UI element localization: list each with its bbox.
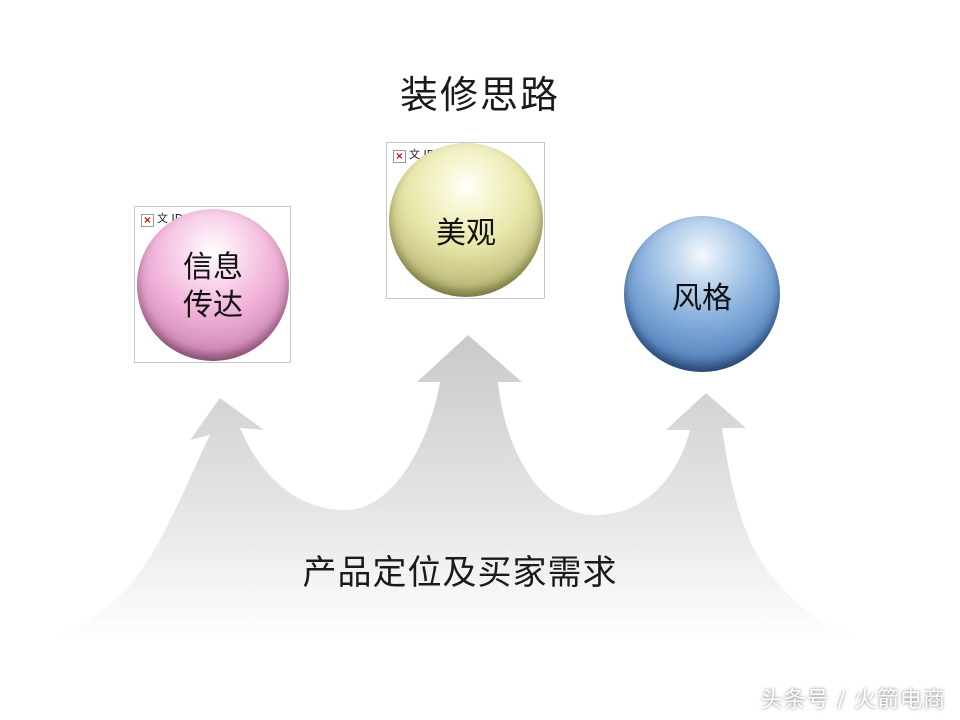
orb-aesthetics: 美观 — [389, 143, 543, 297]
orb-label: 美观 — [436, 216, 496, 251]
orb-label: 风格 — [672, 281, 732, 316]
orb-label: 传达 — [183, 288, 243, 323]
diagram-title: 装修思路 — [399, 73, 560, 117]
triple-arrow-shape — [40, 335, 870, 640]
watermark: 头条号 / 火箭电商 — [760, 688, 946, 713]
orb-info-transfer: 信息 传达 — [137, 209, 289, 361]
orb-label: 信息 — [183, 250, 243, 285]
broken-image-icon: × — [393, 150, 406, 163]
broken-image-icon: × — [141, 214, 154, 227]
orb-style: 风格 — [624, 216, 780, 372]
base-label: 产品定位及买家需求 — [302, 553, 618, 593]
